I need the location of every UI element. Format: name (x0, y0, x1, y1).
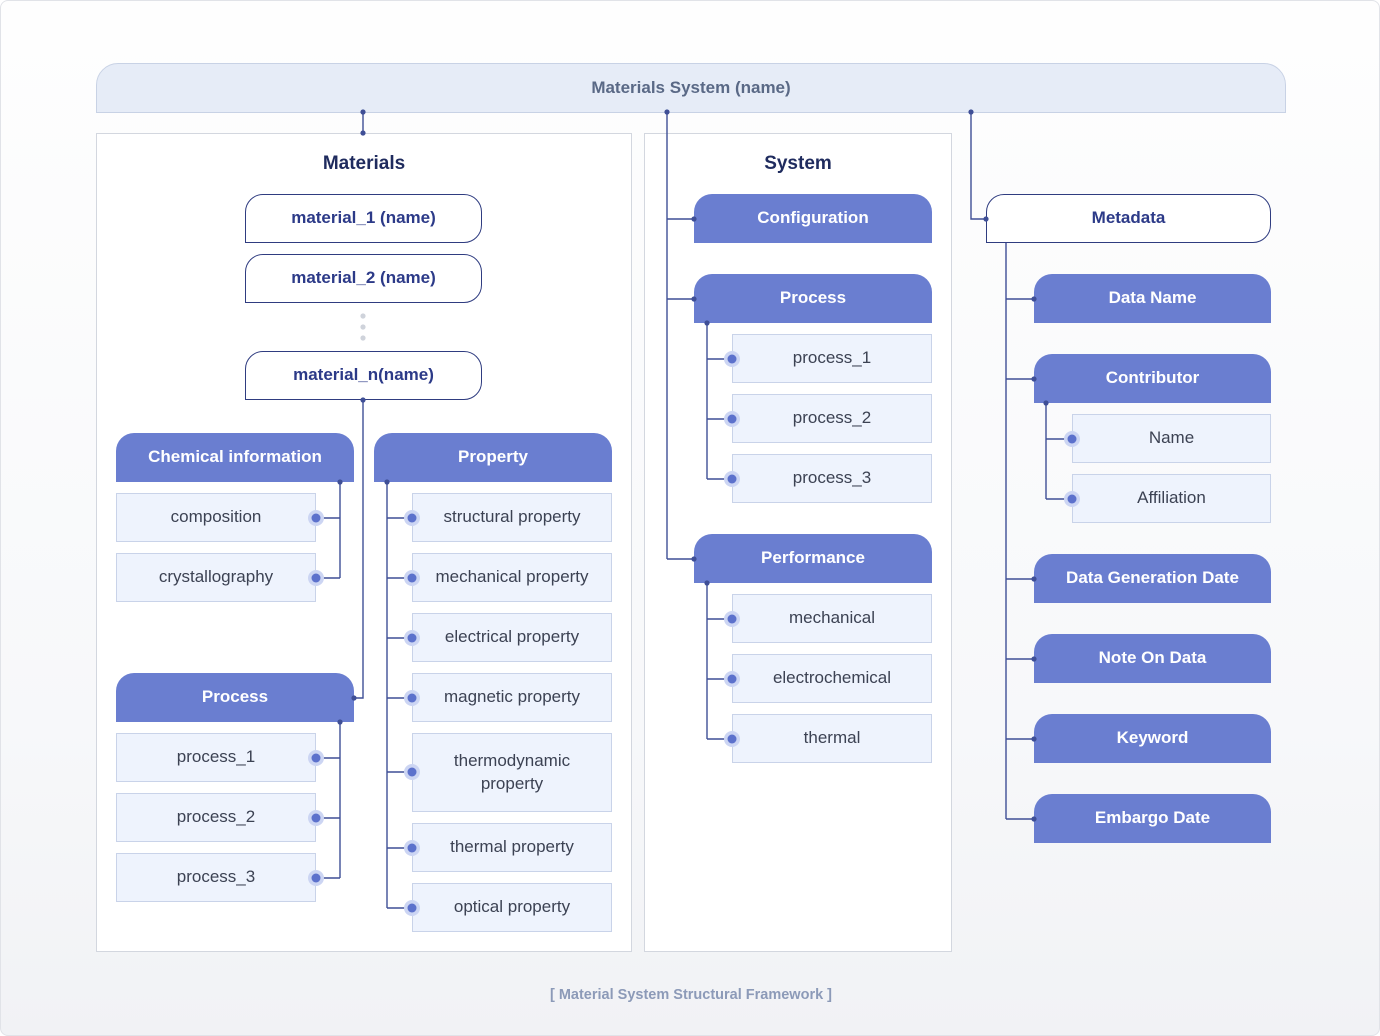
note-on-data-header: Note On Data (1034, 634, 1271, 683)
materials-process-3-item: process_3 (116, 853, 316, 902)
material-n-box: material_n(name) (245, 351, 482, 400)
system-process-header: Process (694, 274, 932, 323)
property-header: Property (374, 433, 612, 482)
keyword-header: Keyword (1034, 714, 1271, 763)
materials-title: Materials (322, 153, 406, 174)
configuration-header: Configuration (694, 194, 932, 243)
data-generation-date-header: Data Generation Date (1034, 554, 1271, 603)
materials-process-2-item: process_2 (116, 793, 316, 842)
optical-property-item: optical property (412, 883, 612, 932)
performance-thermal-item: thermal (732, 714, 932, 763)
material-2-box: material_2 (name) (245, 254, 482, 303)
contributor-name-item: Name (1072, 414, 1271, 463)
contributor-header: Contributor (1034, 354, 1271, 403)
performance-mechanical-item: mechanical (732, 594, 932, 643)
system-process-1-item: process_1 (732, 334, 932, 383)
connector-contributor-items (1045, 403, 1072, 500)
system-title: System (764, 153, 832, 174)
performance-header: Performance (694, 534, 932, 583)
diagram-caption: [ Material System Structural Framework ] (549, 987, 833, 1003)
thermodynamic-property-item: thermodynamic property (412, 733, 612, 812)
root-materials-system-bar: Materials System (name) (96, 63, 1286, 113)
performance-electrochemical-item: electrochemical (732, 654, 932, 703)
electrical-property-item: electrical property (412, 613, 612, 662)
materials-process-1-item: process_1 (116, 733, 316, 782)
mechanical-property-item: mechanical property (412, 553, 612, 602)
metadata-box: Metadata (986, 194, 1271, 243)
data-name-header: Data Name (1034, 274, 1271, 323)
chemical-information-header: Chemical information (116, 433, 354, 482)
system-process-3-item: process_3 (732, 454, 932, 503)
connector-root-metadata (970, 112, 986, 220)
magnetic-property-item: magnetic property (412, 673, 612, 722)
composition-item: composition (116, 493, 316, 542)
system-process-2-item: process_2 (732, 394, 932, 443)
connector-metadata-items (1005, 243, 1034, 820)
crystallography-item: crystallography (116, 553, 316, 602)
contributor-affiliation-item: Affiliation (1072, 474, 1271, 523)
thermal-property-item: thermal property (412, 823, 612, 872)
material-1-box: material_1 (name) (245, 194, 482, 243)
materials-process-header: Process (116, 673, 354, 722)
structural-property-item: structural property (412, 493, 612, 542)
embargo-date-header: Embargo Date (1034, 794, 1271, 843)
